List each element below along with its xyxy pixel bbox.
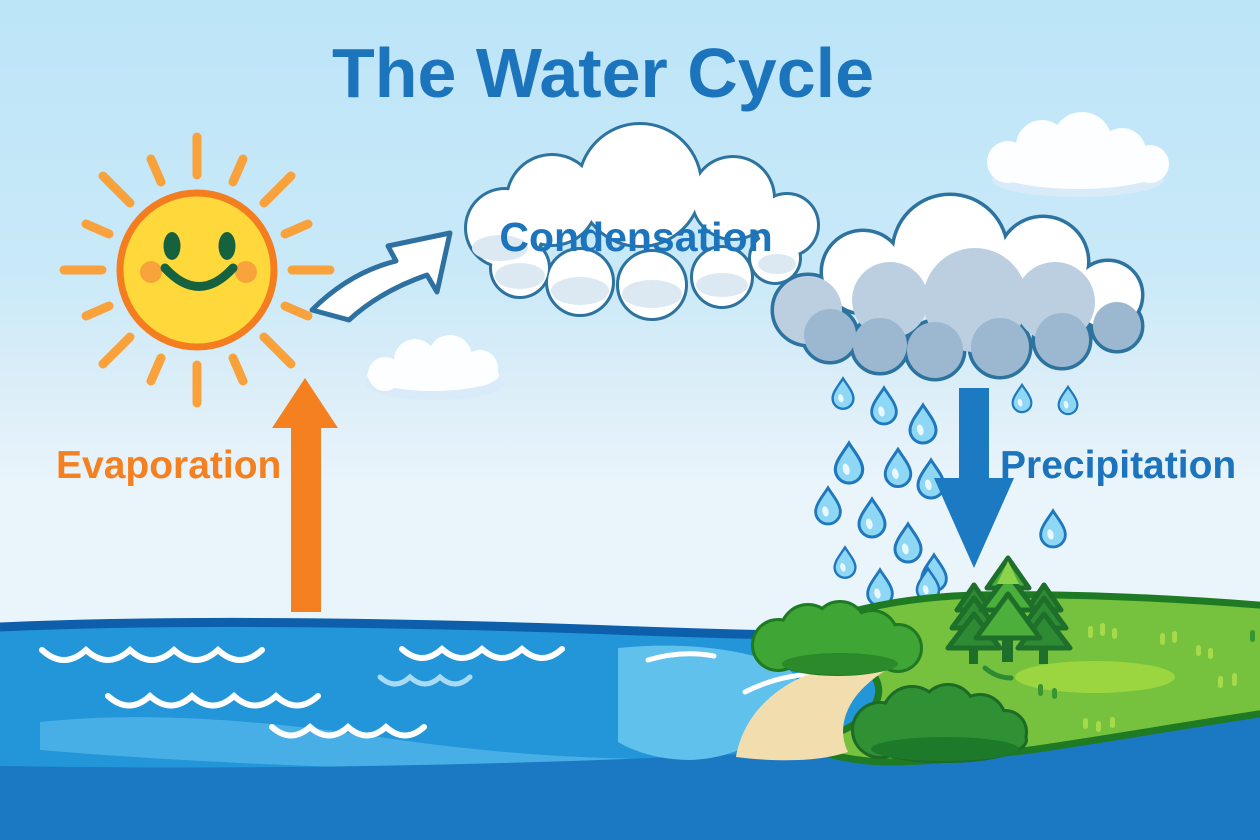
sun-icon: [59, 132, 335, 408]
label-condensation: Condensation: [499, 214, 773, 260]
label-precipitation: Precipitation: [1000, 444, 1237, 487]
small-cloud-right: [987, 112, 1169, 197]
rain-cloud: [770, 192, 1145, 382]
rising-vapor-arrow-icon: [309, 230, 453, 323]
precipitation-arrow-icon: [934, 388, 1014, 568]
island: [618, 555, 1260, 766]
diagram-title: The Water Cycle: [331, 34, 875, 112]
trees: [945, 555, 1073, 664]
label-evaporation: Evaporation: [56, 444, 282, 487]
condensation-cloud: [464, 122, 820, 321]
evaporation-arrow-icon: [272, 378, 338, 612]
small-cloud-left: [365, 335, 505, 400]
sun-rays: [59, 132, 335, 408]
